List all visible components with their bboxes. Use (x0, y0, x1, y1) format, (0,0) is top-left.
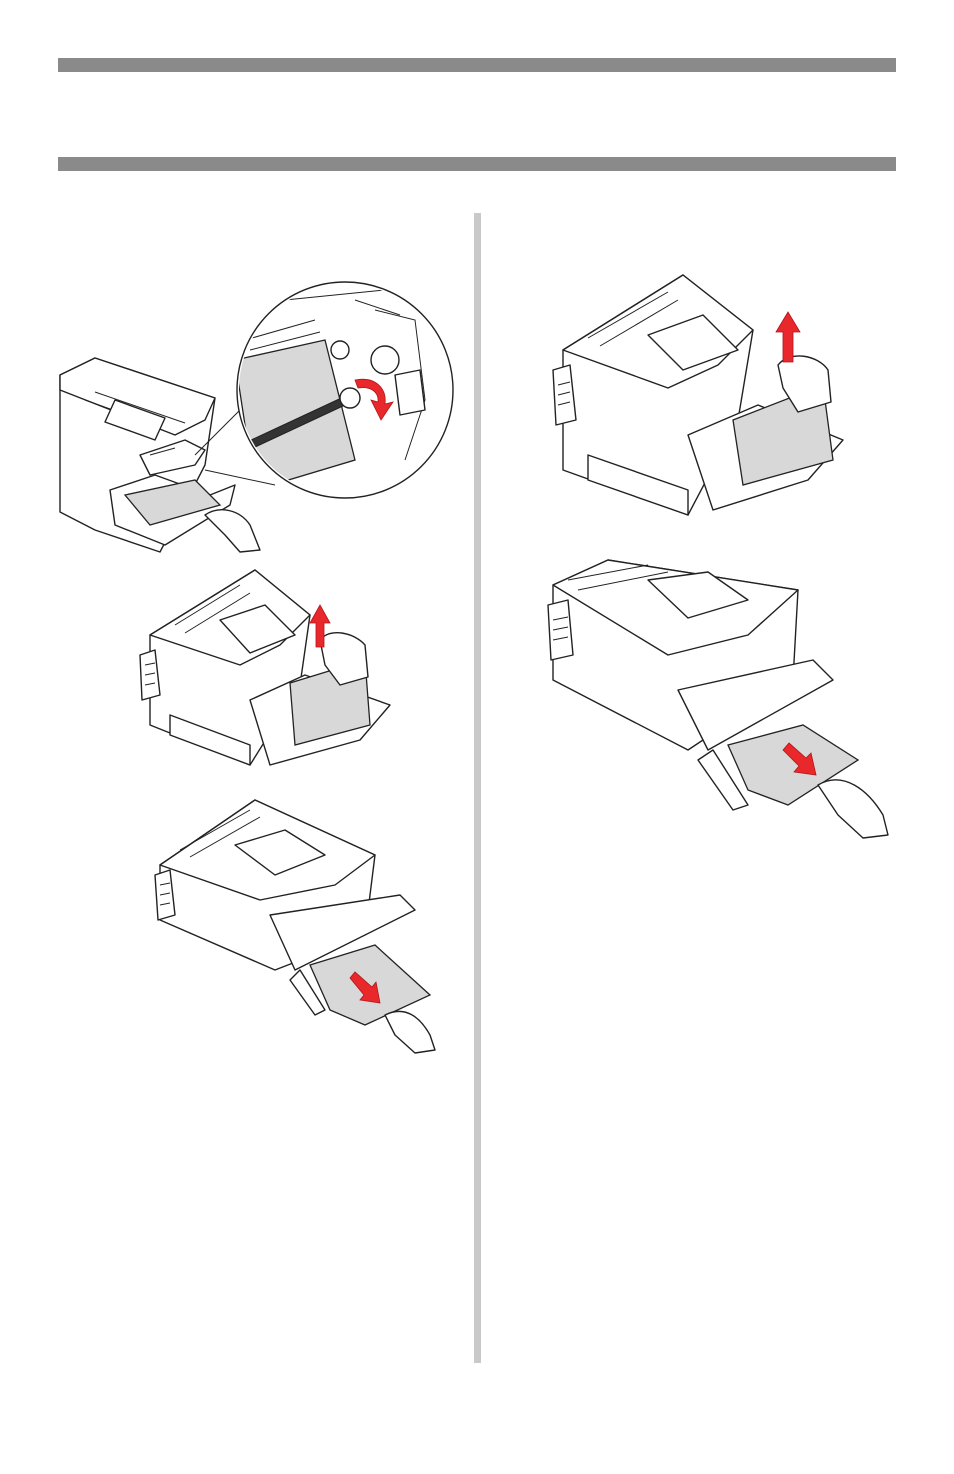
paper-pull-left-illustration (150, 795, 440, 1055)
column-divider (474, 213, 481, 1363)
printer-paper-pull-icon (150, 795, 440, 1055)
printer-paper-lift-icon (548, 270, 848, 520)
header-bottom-rule (58, 157, 896, 171)
printer-paper-lift-icon (130, 565, 400, 770)
up-arrow-icon (776, 312, 800, 362)
printer-roller-magnifier-icon (55, 280, 455, 555)
paper-pull-right-illustration (548, 560, 898, 840)
paper-lift-right-illustration (548, 270, 848, 520)
header-top-rule (58, 58, 896, 72)
paper-lift-left-illustration (130, 565, 400, 770)
printer-paper-pull-icon (548, 560, 898, 840)
roller-closeup-illustration (55, 280, 455, 555)
